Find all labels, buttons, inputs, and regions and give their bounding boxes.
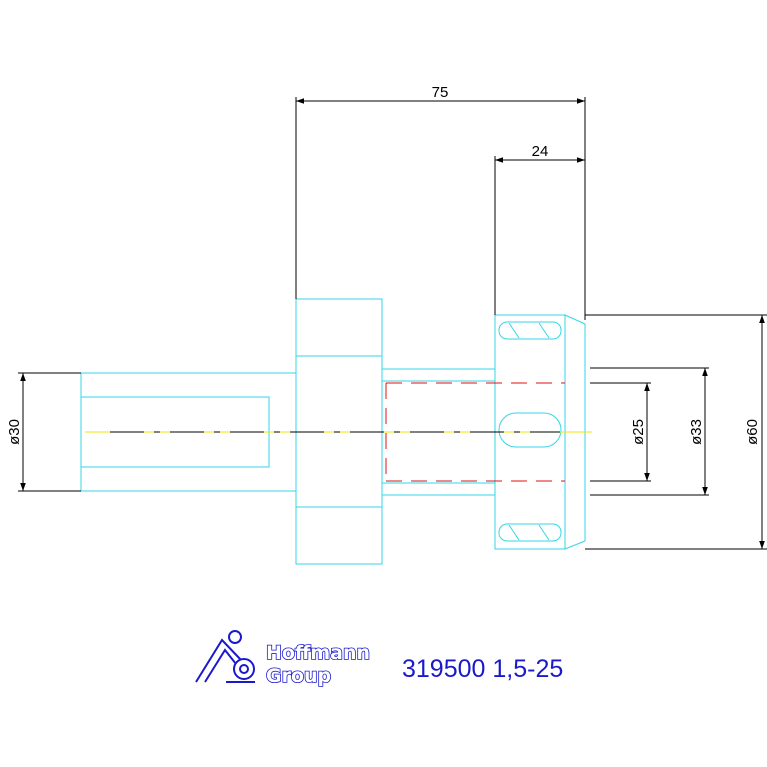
- part-number: 319500 1,5-25: [402, 655, 563, 683]
- dimension-nut-inner-diameter: ø33: [590, 367, 709, 496]
- dimension-nut-outer-diameter: ø60: [585, 314, 767, 550]
- dimension-overall-length: 75: [295, 84, 586, 320]
- dimension-label-33: ø33: [688, 419, 705, 445]
- dimension-shank-diameter: ø30: [6, 372, 81, 492]
- hidden-lines: [385, 382, 565, 482]
- dimension-label-60: ø60: [744, 419, 761, 445]
- nut-slot-bottom-line-1: [508, 524, 520, 541]
- dimension-label-75: 75: [432, 84, 449, 101]
- nut-slot-top: [498, 321, 562, 340]
- dimension-label-30: ø30: [6, 419, 23, 445]
- nut-slot-top-line-1: [508, 322, 520, 339]
- logo-line-1: Hoffmann: [266, 642, 370, 664]
- logo-line-2: Group: [266, 665, 331, 687]
- dimension-label-24: 24: [532, 143, 549, 160]
- hoffmann-group-logo: Hoffmann Group: [195, 630, 371, 688]
- nut-slot-bottom: [498, 523, 562, 542]
- nut-slot-top-line-2: [538, 322, 550, 339]
- dimension-label-25: ø25: [630, 419, 647, 445]
- nut-slot-bottom-line-2: [538, 524, 550, 541]
- nut-slot-middle: [498, 412, 562, 448]
- dimension-bore-diameter: ø25: [590, 382, 651, 482]
- dimension-nut-length: 24: [494, 143, 585, 315]
- nut-chamfer-outline: [564, 314, 586, 550]
- logo-mark-icon: [195, 630, 255, 683]
